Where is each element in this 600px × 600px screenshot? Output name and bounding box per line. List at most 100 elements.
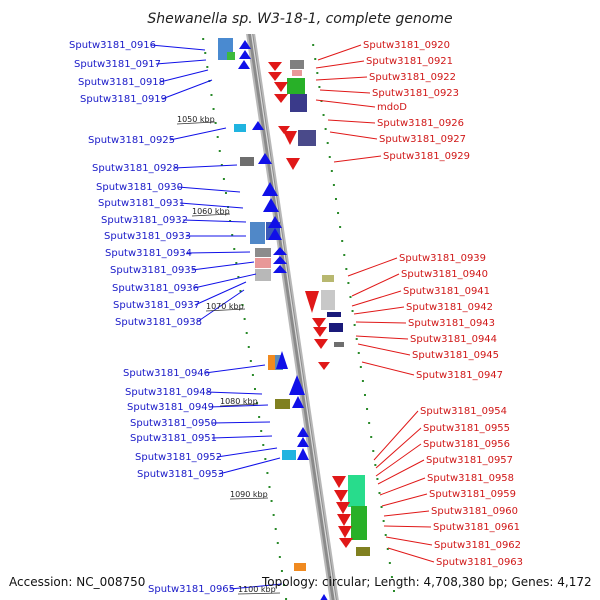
gene-block: [250, 222, 265, 244]
leader-line: [155, 59, 207, 65]
leader-line: [193, 273, 257, 289]
leader-line: [351, 290, 402, 307]
leader-line: [229, 583, 283, 590]
leader-line: [315, 76, 368, 81]
track-tick: [272, 514, 275, 516]
gene-label-plus: Sputw3181_0944: [410, 334, 497, 345]
track-tick: [366, 408, 369, 410]
leader-line: [383, 510, 430, 517]
gene-arrow-minus: [297, 448, 309, 460]
track-tick: [251, 374, 254, 376]
gene-label-minus: Sputw3181_0930: [96, 182, 183, 193]
kbp-label: 1100 kbp: [238, 585, 276, 594]
gene-label-minus: Sputw3181_0965: [148, 584, 235, 595]
gene-label-plus: Sputw3181_0963: [436, 557, 523, 568]
track-tick: [210, 94, 213, 96]
kbp-label: 1050 kbp: [177, 115, 215, 124]
gene-arrow-plus: [268, 72, 282, 81]
track-tick: [322, 114, 325, 116]
leader-line: [211, 421, 271, 424]
labels-layer: Sputw3181_0916Sputw3181_0917Sputw3181_09…: [69, 40, 523, 595]
gene-arrow-minus: [320, 594, 328, 600]
track-tick: [278, 556, 281, 558]
track-tick: [220, 164, 223, 166]
leader-line: [375, 427, 422, 469]
gene-arrow-plus: [332, 476, 346, 488]
gene-label-plus: Sputw3181_0920: [363, 40, 450, 51]
gene-label-plus: Sputw3181_0962: [434, 540, 521, 551]
track-tick: [345, 268, 348, 270]
gene-arrow-plus: [338, 526, 352, 538]
track-tick: [392, 590, 395, 592]
gene-block: [275, 399, 290, 409]
gene-label-plus: Sputw3181_0954: [420, 406, 507, 417]
track-tick: [224, 192, 227, 194]
gene-label-plus: Sputw3181_0958: [427, 473, 514, 484]
leader-line: [351, 273, 400, 297]
track-tick: [222, 178, 225, 180]
gene-label-plus: Sputw3181_0960: [431, 506, 518, 517]
gene-arrow-minus: [273, 265, 287, 273]
gene-arrow-minus: [239, 40, 251, 49]
gene-block: [282, 450, 296, 460]
gene-label-plus: Sputw3181_0947: [416, 370, 503, 381]
gene-block: [348, 475, 365, 507]
gene-label-minus: Sputw3181_0932: [101, 215, 188, 226]
leader-line: [216, 447, 278, 458]
leader-line: [357, 343, 411, 356]
leader-line: [377, 459, 425, 485]
track-tick: [380, 506, 383, 508]
track-tick: [280, 570, 283, 572]
leader-line: [196, 289, 245, 323]
gene-label-minus: Sputw3181_0952: [135, 452, 222, 463]
gene-arrow-plus: [314, 339, 328, 349]
gene-arrow-minus: [292, 396, 304, 408]
gene-arrow-minus: [276, 351, 288, 369]
kbp-tick: [219, 403, 259, 407]
leader-line: [385, 536, 433, 546]
gene-block: [321, 290, 335, 310]
gene-block: [292, 70, 302, 76]
leader-line: [319, 89, 371, 94]
track-tick: [241, 304, 244, 306]
gene-arrow-plus: [318, 362, 330, 370]
gene-label-minus: Sputw3181_0933: [104, 231, 191, 242]
track-tick: [382, 520, 385, 522]
gene-block: [290, 94, 307, 112]
track-tick: [233, 248, 236, 250]
track-tick: [262, 444, 265, 446]
track-tick: [276, 542, 279, 544]
track-tick: [359, 366, 362, 368]
gene-label-plus: Sputw3181_0940: [401, 269, 488, 280]
gene-label-minus: Sputw3181_0946: [123, 368, 210, 379]
track-tick: [316, 72, 319, 74]
gene-label-minus: Sputw3181_0938: [115, 317, 202, 328]
gene-arrow-plus: [313, 327, 327, 337]
gene-label-minus: Sputw3181_0948: [125, 387, 212, 398]
track-tick: [312, 44, 315, 46]
gene-label-minus: Sputw3181_0916: [69, 40, 156, 51]
track-tick: [202, 38, 205, 40]
gene-block: [356, 547, 370, 556]
track-tick: [239, 290, 242, 292]
track-tick: [274, 528, 277, 530]
gene-label-minus: Sputw3181_0928: [92, 163, 179, 174]
track-tick: [204, 52, 207, 54]
track-tick: [318, 86, 321, 88]
gene-arrow-plus: [337, 514, 351, 526]
leader-line: [204, 364, 266, 374]
gene-arrow-plus: [339, 538, 353, 548]
leader-line: [150, 44, 206, 51]
gene-label-plus: Sputw3181_0956: [423, 439, 510, 450]
leader-line: [191, 261, 255, 271]
gene-block: [298, 130, 316, 146]
gene-arrow-plus: [268, 62, 282, 71]
track-tick: [264, 458, 267, 460]
gene-label-plus: Sputw3181_0959: [429, 489, 516, 500]
track-tick: [343, 254, 346, 256]
track-tick: [216, 136, 219, 138]
track-tick: [253, 388, 256, 390]
track-tick: [326, 142, 329, 144]
gene-block: [268, 355, 276, 370]
